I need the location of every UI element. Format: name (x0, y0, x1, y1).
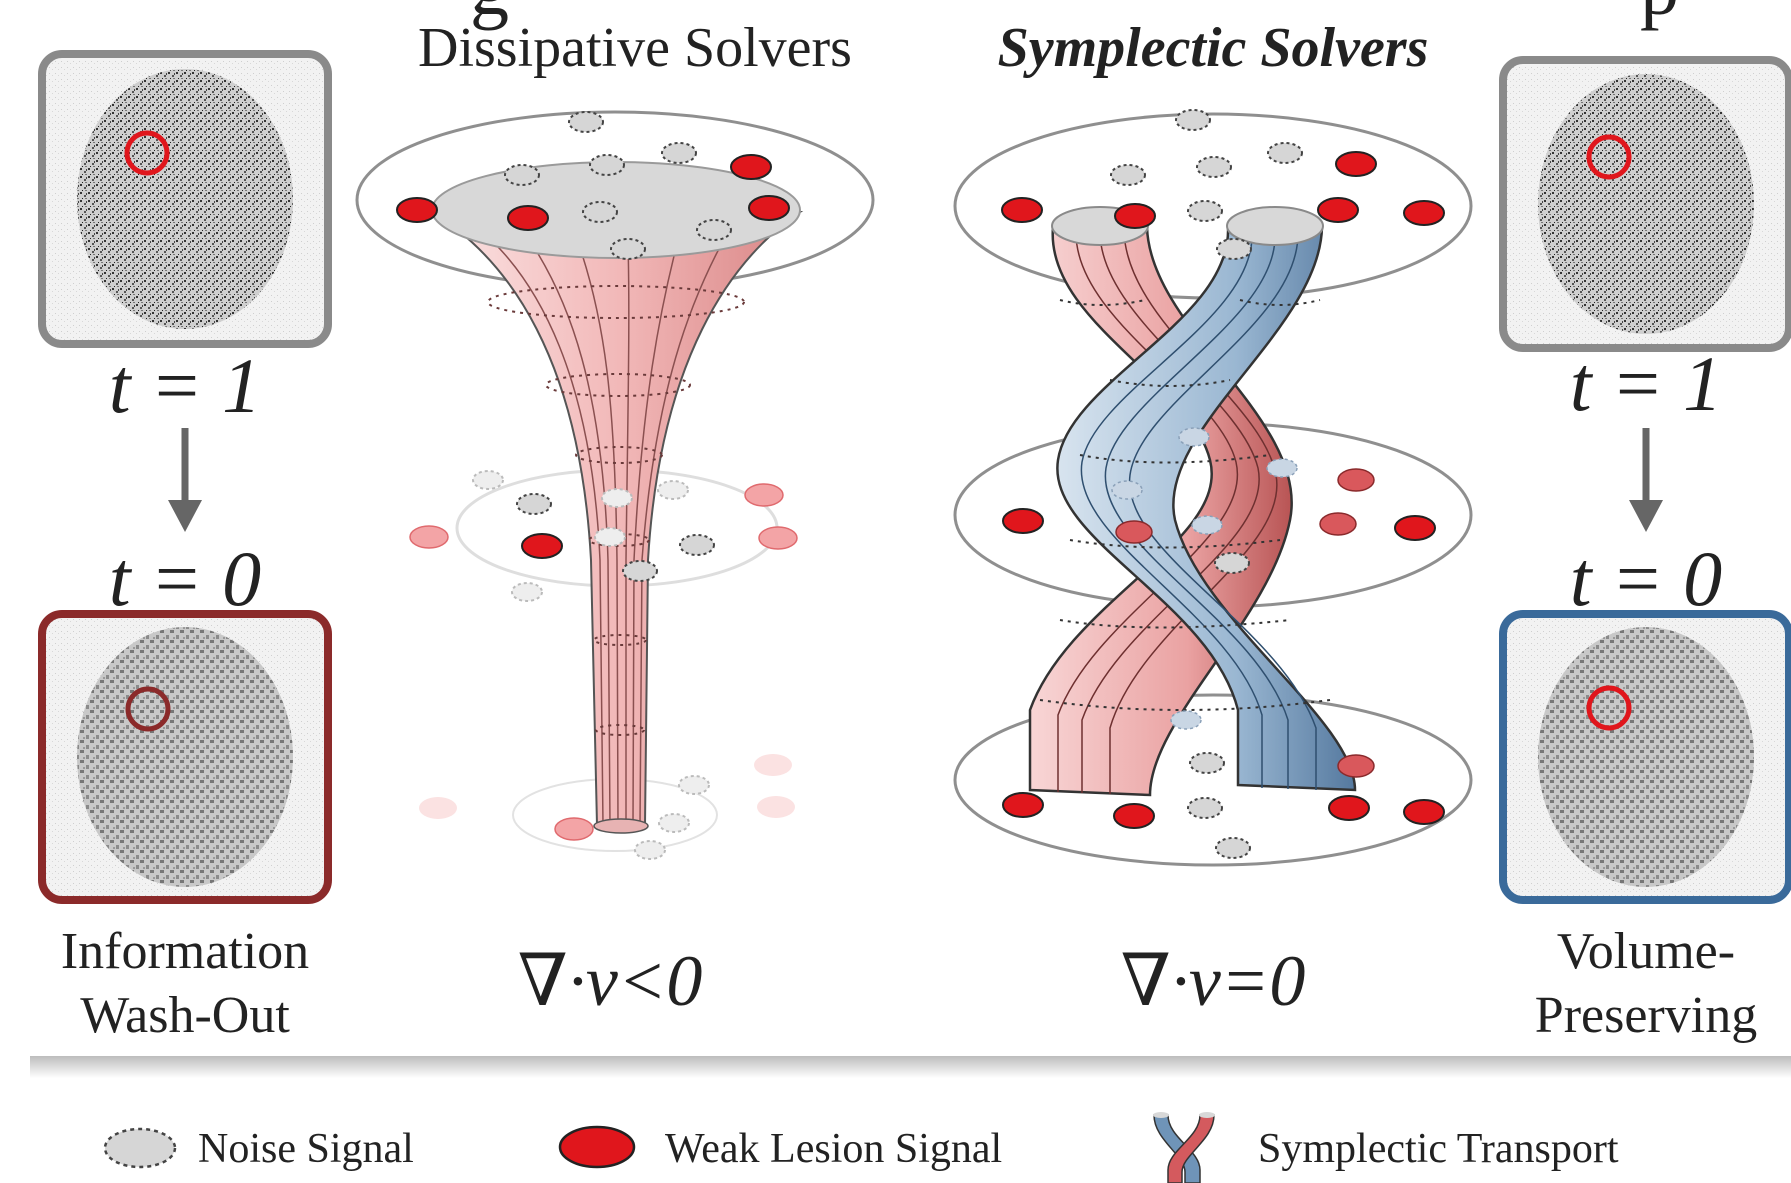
top-cut-text: g (470, 0, 509, 31)
right-caption-line2: Preserving (1535, 987, 1757, 1044)
dissipative-faded-lesions (409, 483, 798, 841)
right-time-bottom: t = 0 (1570, 535, 1722, 622)
left-bottom-lesion-circle (125, 686, 171, 732)
symplectic-blue-strand (1056, 225, 1357, 792)
left-down-arrow-head (168, 500, 202, 532)
dissipative-diagram: Dissipative Solvers (355, 17, 875, 1021)
dissipative-ghost-lesions (419, 754, 795, 819)
right-down-arrow-head (1629, 500, 1663, 532)
right-time-top: t = 1 (1570, 340, 1722, 427)
dissipative-noise-signals (504, 111, 732, 582)
funnel-meridians (477, 227, 729, 826)
symplectic-diagram: Symplectic Solvers (953, 17, 1473, 1021)
dissipative-lesion-signals (396, 154, 790, 559)
symplectic-faded-noise (1111, 427, 1298, 730)
legend-separator (30, 1056, 1791, 1078)
dissipative-title: Dissipative Solvers (418, 17, 852, 79)
legend: Noise Signal Weak Lesion Signal Symplect… (103, 1112, 1619, 1183)
dissipative-faded-noise (472, 470, 710, 860)
top-cut-text-right: p (1640, 0, 1679, 31)
left-bottom-brain-image (77, 627, 293, 887)
left-panel: t = 1 t = 0 Information Wash-Out (38, 50, 332, 1044)
symplectic-noise-signals (1110, 109, 1303, 859)
left-time-bottom: t = 0 (109, 535, 261, 622)
right-bottom-brain-image (1538, 627, 1754, 887)
right-top-lesion-circle (1586, 134, 1632, 180)
right-bottom-lesion-circle (1586, 685, 1632, 731)
left-time-top: t = 1 (109, 342, 261, 429)
blue-strand-meridians (1080, 231, 1317, 790)
left-caption-line1: Information (61, 923, 309, 980)
right-panel: t = 1 t = 0 Volume- Preserving (1499, 56, 1791, 1044)
symplectic-title: Symplectic Solvers (998, 17, 1429, 79)
symplectic-transport-icon (1153, 1112, 1215, 1183)
symplectic-formula: ∇·v=0 (1121, 941, 1306, 1021)
legend-transport-label: Symplectic Transport (1258, 1126, 1619, 1172)
weak-lesion-signal-icon (558, 1125, 636, 1169)
funnel-latitudes (487, 285, 745, 736)
dissipative-formula: ∇·v<0 (518, 941, 703, 1021)
right-caption-line1: Volume- (1557, 923, 1735, 980)
legend-noise-label: Noise Signal (198, 1126, 414, 1172)
symplectic-lesion-signals (1001, 151, 1445, 829)
funnel-bottom-tip (593, 818, 649, 834)
left-caption-line2: Wash-Out (80, 987, 290, 1044)
noise-signal-icon (103, 1127, 177, 1169)
legend-lesion-label: Weak Lesion Signal (665, 1126, 1002, 1172)
left-top-lesion-circle (124, 130, 170, 176)
symplectic-embedded-lesions (1115, 468, 1375, 778)
right-top-brain-image (1538, 74, 1754, 334)
blue-strand-top-face (1226, 206, 1324, 246)
helix-latitudes (1039, 299, 1331, 711)
left-top-brain-image (77, 69, 293, 329)
